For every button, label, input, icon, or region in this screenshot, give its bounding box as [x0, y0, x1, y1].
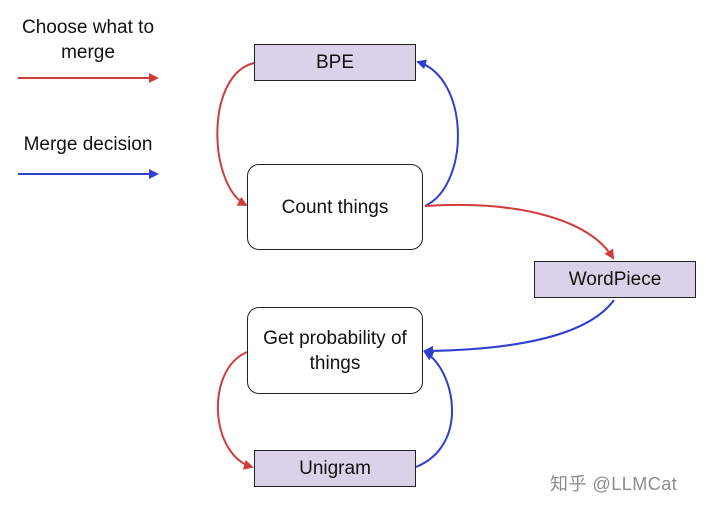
unigram-label: Unigram — [299, 458, 371, 479]
bpe-label: BPE — [315, 52, 355, 73]
watermark: 知乎 @LLMCat — [550, 474, 678, 494]
wordpiece-label: WordPiece — [568, 269, 662, 290]
get-probability-node: Get probability of things — [247, 307, 423, 394]
arrow-unigram-to-probability — [415, 350, 453, 468]
arrow-bpe-to-count — [216, 62, 255, 206]
unigram-node: Unigram — [254, 450, 416, 487]
arrow-count-to-wordpiece — [424, 203, 615, 260]
bpe-node: BPE — [254, 44, 416, 81]
arrow-wordpiece-to-probability — [423, 299, 615, 356]
count-things-node: Count things — [247, 164, 423, 250]
get-probability-label: Get probability of things — [263, 327, 407, 374]
arrow-probability-to-unigram — [217, 351, 254, 470]
legend-decision-label: Merge decision — [23, 134, 153, 155]
legend-choose-label: Choose what to merge — [21, 17, 155, 63]
wordpiece-node: WordPiece — [534, 261, 696, 298]
count-things-label: Count things — [281, 196, 389, 218]
arrow-count-to-bpe — [416, 59, 459, 207]
